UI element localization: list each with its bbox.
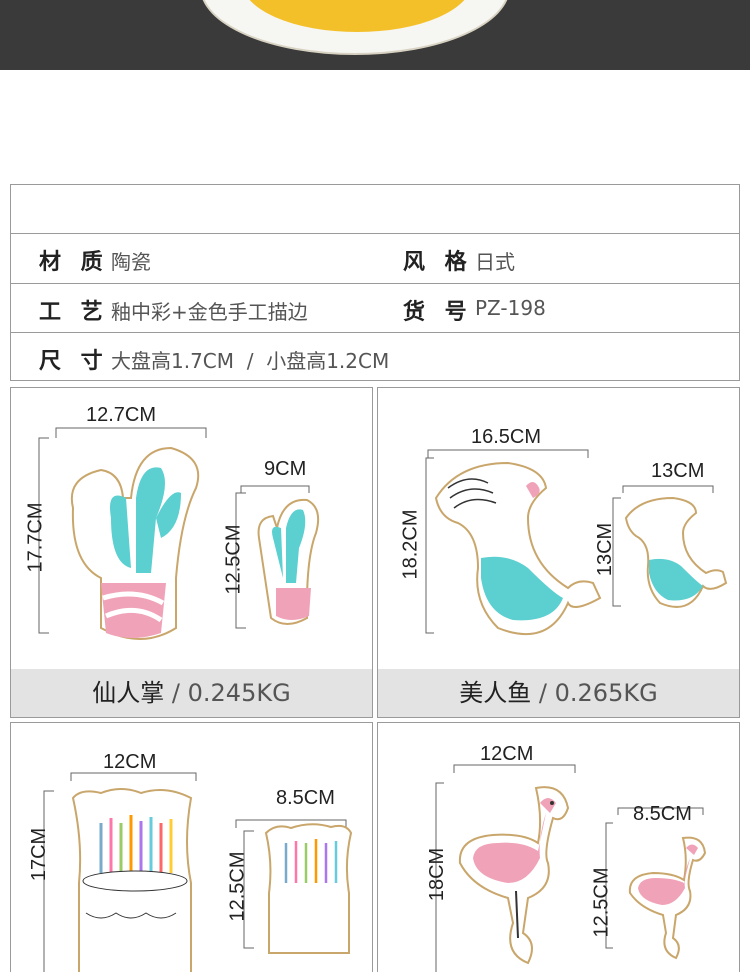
small-width-label: 8.5CM: [276, 787, 335, 809]
big-height-label: 18CM: [426, 847, 449, 902]
material-label: 材 质: [39, 250, 109, 275]
small-height-label: 12.5CM: [222, 524, 245, 595]
product-weight: / 0.245KG: [164, 679, 291, 707]
cactus-plates-illustration: [38, 427, 320, 640]
sku-label: 货 号: [403, 300, 473, 325]
product-card-cactus: 12.7CM 9CM 17.7CM 12.5CM 仙人掌 / 0.245KG: [10, 387, 373, 718]
small-height-label: 12.5CM: [226, 851, 249, 922]
big-height-label: 18.2CM: [399, 509, 422, 580]
craft-label: 工 艺: [39, 300, 109, 325]
big-width-label: 12.7CM: [86, 404, 157, 426]
big-height-label: 17CM: [28, 827, 51, 882]
product-name: 仙人掌: [92, 679, 165, 707]
spec-row-craft: 工 艺 釉中彩+金色手工描边 货 号 PZ-198: [11, 283, 739, 332]
big-width-label: 16.5CM: [471, 426, 542, 448]
style-label: 风 格: [403, 250, 473, 275]
product-card-flamingo: 12CM 8.5CM 18CM 12.5CM: [377, 722, 740, 972]
small-height-label: 12.5CM: [590, 867, 613, 938]
candles: [99, 815, 173, 873]
size-label: 尺 寸: [39, 349, 109, 374]
spec-row-size: 尺 寸 大盘高1.7CM / 小盘高1.2CM: [11, 332, 739, 381]
top-product-photo: [0, 0, 750, 70]
spec-row-material: 材 质 陶瓷 风 格 日式: [11, 233, 739, 283]
size-value: 大盘高1.7CM / 小盘高1.2CM: [111, 349, 390, 373]
cake-plates-illustration: [43, 772, 353, 972]
big-height-label: 17.7CM: [24, 502, 47, 573]
product-caption: 仙人掌 / 0.245KG: [11, 669, 372, 717]
material-value: 陶瓷: [111, 250, 151, 274]
product-caption: 美人鱼 / 0.265KG: [378, 669, 739, 717]
small-height-label: 13CM: [594, 522, 617, 577]
mermaid-plates-illustration: [425, 449, 728, 636]
product-card-cake: 12CM 8.5CM 17CM 12.5CM: [10, 722, 373, 972]
spec-table: 材 质 陶瓷 风 格 日式 工 艺 釉中彩+金色手工描边 货 号 PZ-198 …: [10, 184, 740, 381]
small-width-label: 9CM: [264, 458, 307, 480]
product-name: 美人鱼: [459, 679, 532, 707]
flamingo-plates-illustration: [435, 764, 707, 972]
craft-value: 釉中彩+金色手工描边: [111, 300, 308, 324]
small-width-label: 8.5CM: [633, 803, 692, 825]
plate-image: [200, 0, 510, 55]
small-width-label: 13CM: [651, 460, 705, 482]
big-width-label: 12CM: [103, 751, 157, 773]
product-card-mermaid: 16.5CM 13CM 18.2CM 13CM 美人鱼 / 0.265KG: [377, 387, 740, 718]
sku-value: PZ-198: [475, 296, 546, 320]
product-weight: / 0.265KG: [531, 679, 658, 707]
style-value: 日式: [475, 250, 515, 274]
big-width-label: 12CM: [480, 743, 534, 765]
